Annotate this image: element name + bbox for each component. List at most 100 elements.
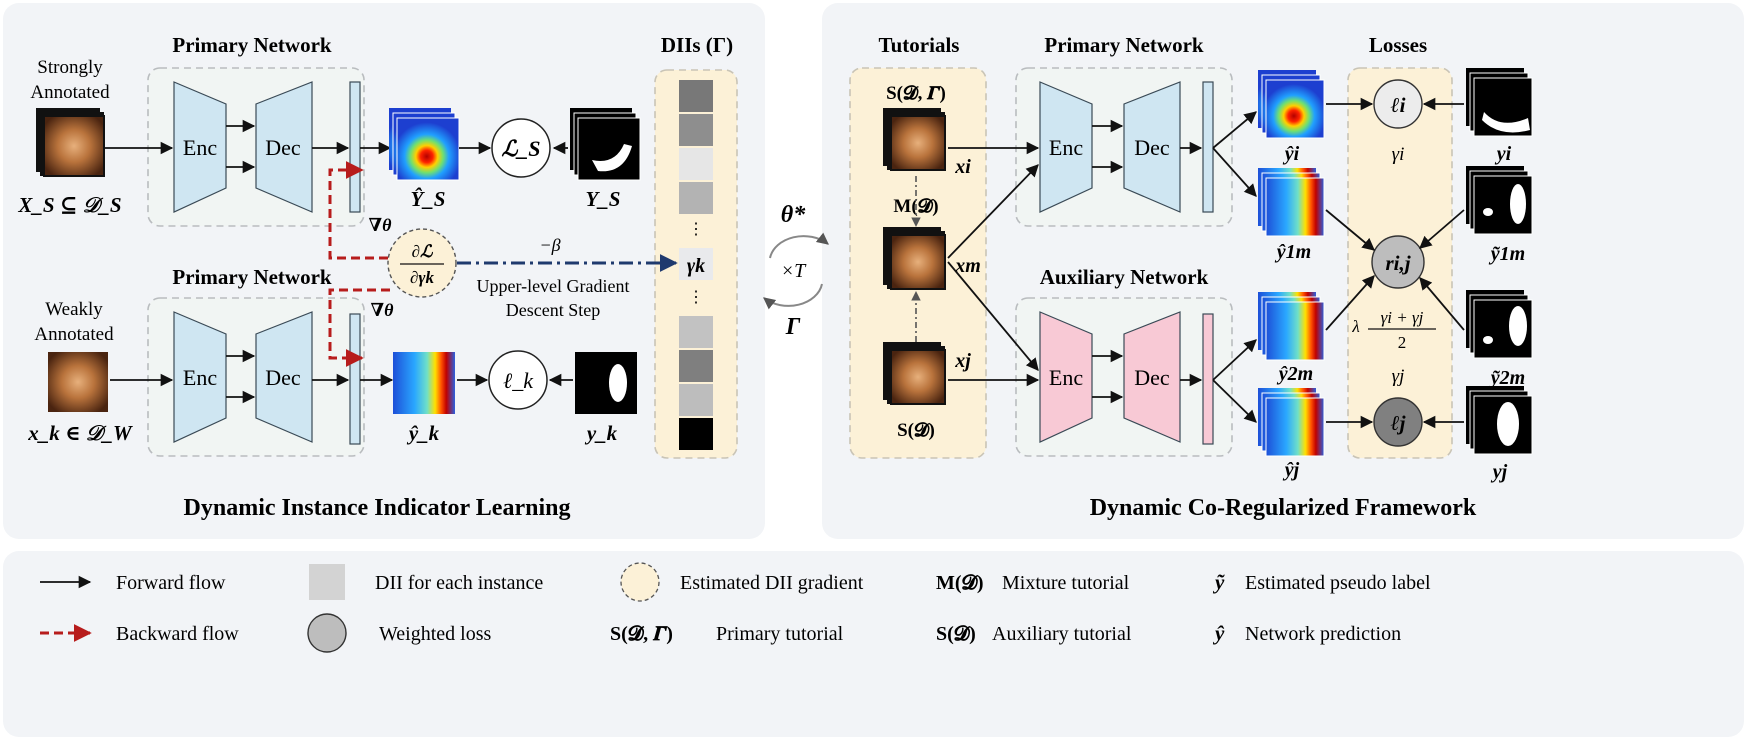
dii-cell: [679, 316, 713, 348]
primary-network-title-bottom: Primary Network: [172, 265, 332, 289]
legend-auxiliary-label: Auxiliary tutorial: [992, 623, 1132, 645]
annotated-label-top: Annotated: [30, 82, 110, 103]
dii-cell: [679, 182, 713, 214]
yk-label: y_k: [584, 421, 618, 445]
grad-top: ∂ℒ: [412, 242, 433, 261]
right-panel-title: Dynamic Co-Regularized Framework: [1090, 495, 1477, 521]
loss-k-label: ℓ_k: [503, 368, 534, 393]
loss-j-label: ℓj: [1391, 411, 1406, 435]
legend-dii-each: DII for each instance: [375, 572, 543, 594]
gamma-k-cell: [679, 248, 713, 280]
x-j-label: xj: [954, 350, 971, 372]
right-head-primary: [1202, 81, 1214, 213]
y-j-hat-label: ŷj: [1283, 459, 1300, 481]
dii-ellipsis-bottom: ⋮: [688, 289, 704, 306]
theta-star: θ*: [781, 202, 806, 228]
minus-beta: −β: [539, 235, 560, 255]
grad-bottom: ∂γk: [410, 268, 434, 287]
dii-cell: [679, 384, 713, 416]
legend-forward-flow: Forward flow: [116, 572, 226, 594]
legend-panel: [3, 551, 1744, 737]
backward-arrow-bottom: [328, 288, 390, 367]
legend-dii-swatch: [309, 564, 345, 600]
ys-masks: [570, 108, 641, 181]
ys-hat-label: Ŷ_S: [410, 187, 445, 211]
y-1m-masks: [1466, 166, 1533, 235]
dii-ellipsis-top: ⋮: [688, 221, 704, 238]
right-dec-aux: [1123, 311, 1181, 443]
xm-images: [883, 227, 946, 290]
x-m-label: xm: [954, 255, 981, 277]
lambda-num: γi + γj: [1381, 308, 1424, 327]
right-enc-primary-label: Enc: [1049, 135, 1083, 160]
right-enc-primary: [1039, 81, 1093, 213]
losses-title: Losses: [1369, 33, 1427, 57]
dec-bottom-label: Dec: [265, 365, 301, 390]
legend-pseudo-label: Estimated pseudo label: [1245, 572, 1431, 594]
legend-pseudo-key: ỹ: [1212, 570, 1225, 594]
yk-mask: [575, 352, 637, 414]
y-1m-label: ỹ1m: [1489, 243, 1525, 265]
annotated-label-bottom: Annotated: [34, 324, 114, 345]
head-bottom: [349, 313, 361, 445]
right-enc-aux: [1039, 311, 1093, 443]
backward-arrow-top: [328, 161, 388, 260]
ys-hat-heatmap: [389, 108, 460, 181]
strongly-label: Strongly: [37, 57, 103, 78]
weakly-label: Weakly: [45, 299, 103, 320]
times-t: ×T: [781, 260, 807, 282]
xs-label: X_S ⊆ 𝒟_S: [17, 193, 121, 217]
r-ij-label: ri,j: [1385, 251, 1410, 275]
dii-cell: [679, 350, 713, 382]
lambda-den: 2: [1398, 333, 1407, 352]
weak-input-image: [48, 352, 108, 412]
y-j-hat-heatmap: [1258, 388, 1325, 457]
legend-weighted-loss: Weighted loss: [379, 623, 491, 645]
legend-primary-label: Primary tutorial: [716, 623, 844, 645]
right-dec-primary-label: Dec: [1134, 135, 1170, 160]
gamma-k-label: γk: [687, 255, 705, 277]
y-i-masks: [1466, 68, 1533, 137]
tutorials-title: Tutorials: [879, 33, 960, 57]
head-top: [349, 81, 361, 213]
y-j-masks: [1466, 386, 1533, 455]
x-i-label: xi: [954, 156, 971, 178]
right-head-aux: [1202, 313, 1214, 445]
y-i-hat-label: ŷi: [1283, 143, 1300, 165]
right-dec-aux-label: Dec: [1134, 365, 1170, 390]
upper-level-line2: Descent Step: [506, 300, 600, 320]
dec-top-label: Dec: [265, 135, 301, 160]
legend-pred-label: Network prediction: [1245, 623, 1401, 645]
dii-title: DIIs (Γ): [661, 33, 733, 57]
xj-images: [883, 342, 946, 405]
xi-images: [883, 108, 946, 171]
dii-cell: [679, 80, 713, 112]
legend-pred-key: ŷ: [1212, 621, 1225, 645]
dii-cell: [679, 148, 713, 180]
dii-cell: [679, 418, 713, 450]
strong-input-images: [36, 108, 105, 177]
cycle-arrow-bottom: [763, 283, 823, 310]
legend-backward-flow: Backward flow: [116, 623, 239, 645]
y-2m-masks: [1466, 290, 1533, 359]
right-primary-network-title: Primary Network: [1044, 33, 1204, 57]
gamma-mid: Γ: [785, 314, 801, 340]
dec-top: [255, 81, 313, 213]
right-enc-aux-label: Enc: [1049, 365, 1083, 390]
primary-network-title-top: Primary Network: [172, 33, 332, 57]
enc-bottom-label: Enc: [183, 365, 217, 390]
nabla-theta-top: ∇θ: [369, 215, 393, 235]
y-i-hat-heatmap: [1258, 70, 1325, 139]
dii-cell: [679, 114, 713, 146]
dii-cells: [679, 80, 713, 450]
left-panel: [3, 3, 765, 539]
r-ij-node: [1371, 235, 1425, 289]
loss-j-node: [1373, 397, 1423, 447]
upper-level-line1: Upper-level Gradient: [476, 276, 629, 296]
legend-auxiliary-key: S(𝓓): [936, 623, 976, 645]
loss-i-node: [1373, 79, 1423, 129]
legend-primary-key: S(𝓓, 𝜞): [610, 623, 673, 645]
legend-mixture-label: Mixture tutorial: [1002, 572, 1130, 594]
